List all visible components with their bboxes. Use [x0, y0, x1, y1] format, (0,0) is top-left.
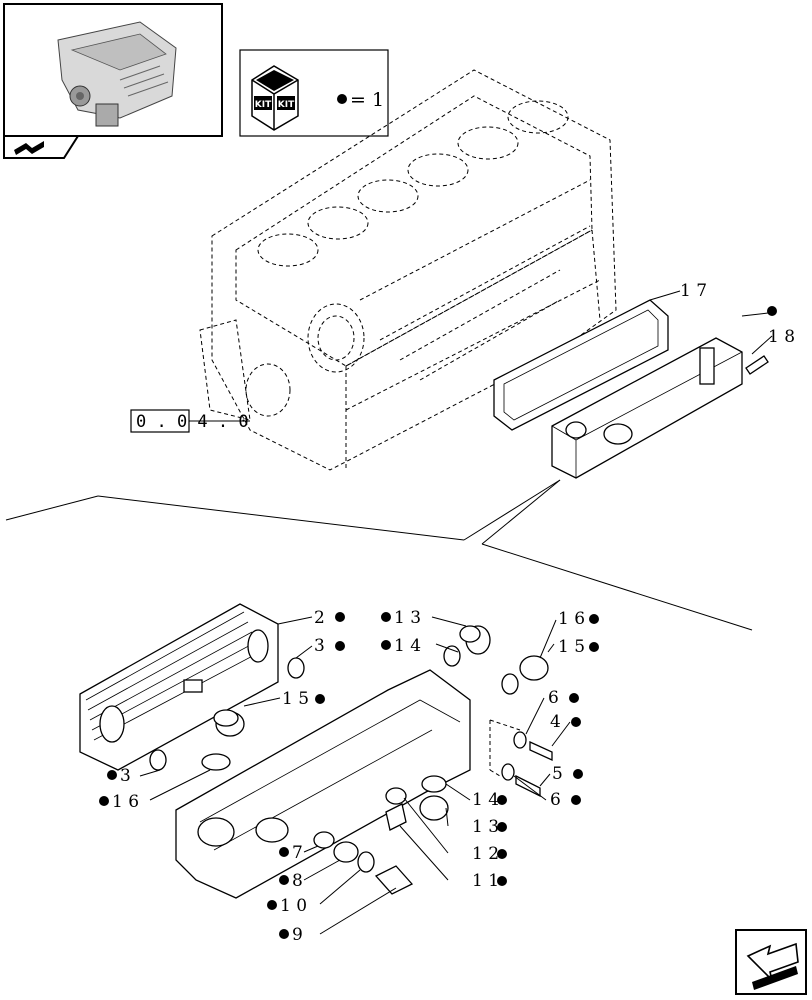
- washer-6a: [513, 731, 527, 749]
- swoosh-arrow-icon: [14, 141, 44, 155]
- callout-8: 8: [279, 871, 303, 891]
- svg-text:2: 2: [314, 608, 325, 628]
- leader-lines: [139, 616, 571, 935]
- svg-text:3: 3: [120, 766, 131, 786]
- kit-marker: [767, 306, 777, 316]
- svg-text:9: 9: [292, 925, 303, 945]
- svg-text:4: 4: [550, 712, 561, 732]
- svg-text:1 3: 1 3: [472, 817, 499, 837]
- callout-7: 7: [279, 843, 303, 863]
- detail-zoom-lines: [5, 479, 753, 631]
- dashed-connector: [489, 719, 521, 777]
- svg-text:6: 6: [550, 790, 561, 810]
- o-ring-10: [357, 851, 375, 873]
- svg-text:1 4: 1 4: [472, 790, 499, 810]
- callout-13a: 1 3: [381, 608, 421, 628]
- connector-9: [374, 865, 414, 895]
- callout-15a: 1 5: [282, 689, 325, 709]
- svg-text:5: 5: [552, 764, 563, 784]
- cylinder-bores: [257, 100, 569, 267]
- navigation-tab[interactable]: [3, 135, 80, 159]
- callout-12: 1 2: [472, 844, 507, 864]
- oil-cooler-housing-detail: [175, 669, 471, 899]
- svg-text:1 6: 1 6: [112, 792, 139, 812]
- callout-14b: 1 4: [472, 790, 507, 810]
- callout-3a: 3: [314, 636, 345, 656]
- kit-label-left: KIT: [255, 100, 272, 110]
- oil-cooler-housing-top: [551, 337, 743, 479]
- ring-12: [385, 787, 407, 805]
- svg-text:8: 8: [292, 871, 303, 891]
- engine-icon: [57, 21, 177, 127]
- washer-6b: [501, 763, 515, 781]
- svg-text:1 2: 1 2: [472, 844, 499, 864]
- svg-text:1 1: 1 1: [472, 871, 499, 891]
- svg-text:1 7: 1 7: [680, 281, 707, 301]
- o-ring-16a: [201, 753, 231, 771]
- callout-6a: 6: [548, 688, 579, 708]
- callout-13b: 1 3: [472, 817, 507, 837]
- bolt-18: [745, 355, 769, 375]
- callout-16a: 1 6: [99, 792, 139, 812]
- kit-box-icon: [251, 65, 299, 131]
- kit-legend: KIT KIT = 1: [239, 49, 389, 137]
- callout-16b: 1 6: [558, 609, 599, 629]
- callout-3b: 3: [107, 766, 131, 786]
- callout-10: 1 0: [267, 896, 307, 916]
- callout-9: 9: [279, 925, 303, 945]
- sleeve-8: [333, 841, 359, 863]
- svg-text:1 5: 1 5: [282, 689, 309, 709]
- svg-text:1 0: 1 0: [280, 896, 307, 916]
- plug-15a: [213, 709, 245, 737]
- svg-text:1 3: 1 3: [394, 608, 421, 628]
- bolt-4: [529, 740, 553, 762]
- oil-cooler-core: [79, 603, 279, 771]
- fitting-7: [313, 831, 335, 849]
- svg-text:1 5: 1 5: [558, 637, 585, 657]
- svg-text:1 8: 1 8: [768, 327, 795, 347]
- callout-4: 4: [550, 712, 581, 732]
- svg-text:1 6: 1 6: [558, 609, 585, 629]
- kit-equation: = 1: [350, 89, 384, 111]
- o-ring-16b: [501, 673, 519, 695]
- callout-15b: 1 5: [558, 637, 599, 657]
- plug-13a: [459, 625, 491, 655]
- callout-18: 1 8: [768, 327, 795, 347]
- plug-15b: [519, 655, 549, 681]
- kit-label-right: KIT: [278, 100, 295, 110]
- o-ring-3: [149, 657, 305, 771]
- plug-13b: [419, 795, 449, 821]
- svg-text:7: 7: [292, 843, 303, 863]
- svg-text:3: 3: [314, 636, 325, 656]
- svg-text:6: 6: [548, 688, 559, 708]
- next-page-arrow-icon: [746, 942, 799, 990]
- callout-2: 2: [314, 608, 345, 628]
- callout-14a: 1 4: [381, 636, 421, 656]
- o-ring-14a: [443, 645, 461, 667]
- callout-6b: 6: [550, 790, 581, 810]
- engine-thumbnail[interactable]: [3, 3, 223, 137]
- svg-text:1 4: 1 4: [394, 636, 421, 656]
- reference-label: 0 . 0 4 . 0: [136, 412, 249, 432]
- kit-bullet-icon: [337, 94, 347, 104]
- callout-11: 1 1: [472, 871, 507, 891]
- callout-5: 5: [552, 764, 583, 784]
- callout-17: 1 7: [680, 281, 707, 301]
- o-ring-14b: [421, 775, 447, 793]
- next-page-button[interactable]: [735, 929, 807, 995]
- plug-11: [385, 803, 407, 831]
- reference-link[interactable]: 0 . 0 4 . 0: [130, 409, 249, 433]
